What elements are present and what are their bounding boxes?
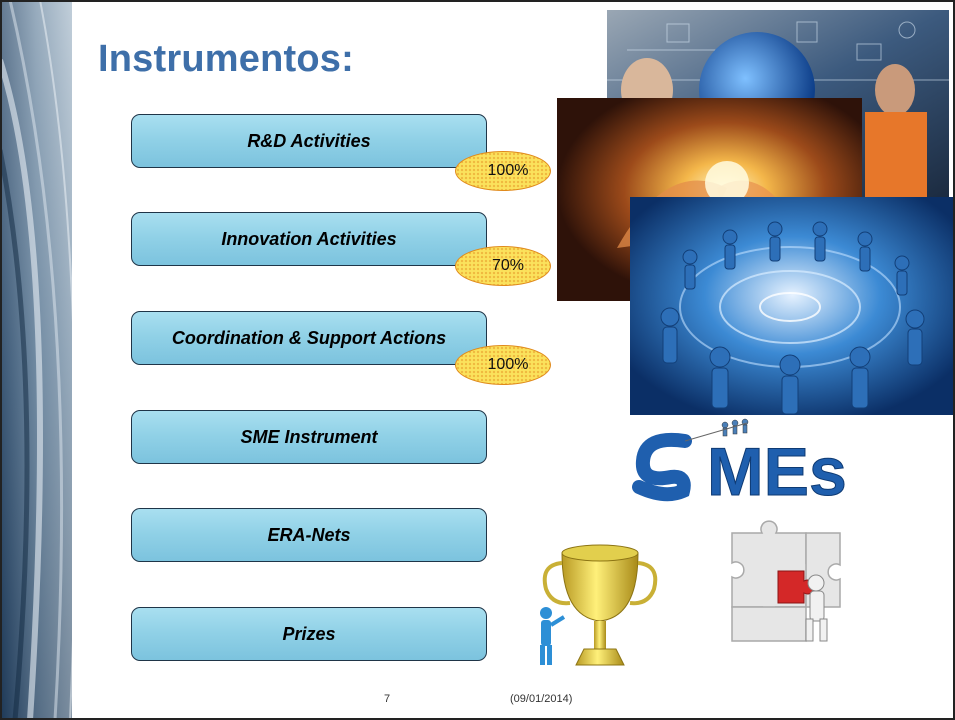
people-circle-globe-photo [630,197,955,415]
instrument-box-sme-instrument: SME Instrument [131,410,487,464]
instrument-label: Coordination & Support Actions [171,327,447,348]
instrument-label: R&D Activities [247,130,371,151]
instrument-box-era-nets: ERA-Nets [131,508,487,562]
instrument-box-rd-activities: R&D Activities [131,114,487,168]
puzzle-illustration [714,513,862,653]
slide-title: Instrumentos: [98,38,354,80]
instrument-label: Prizes [282,623,336,644]
trophy-illustration [510,525,670,685]
instrument-label: Innovation Activities [221,228,397,249]
smes-logo: MEs [625,417,905,505]
instrument-box-coordination-support: Coordination & Support Actions [131,311,487,365]
side-texture-strip [0,0,72,720]
smes-logo-text: MEs [707,434,847,505]
instrument-label: ERA-Nets [267,524,351,545]
funding-badge-innovation: 70% [455,246,551,286]
funding-badge-rd: 100% [455,151,551,191]
instrument-box-prizes: Prizes [131,607,487,661]
funding-badge-coordination: 100% [455,345,551,385]
footer-date: (09/01/2014) [510,693,573,705]
instrument-box-innovation-activities: Innovation Activities [131,212,487,266]
page-number: 7 [384,693,391,705]
instrument-label: SME Instrument [240,426,378,447]
